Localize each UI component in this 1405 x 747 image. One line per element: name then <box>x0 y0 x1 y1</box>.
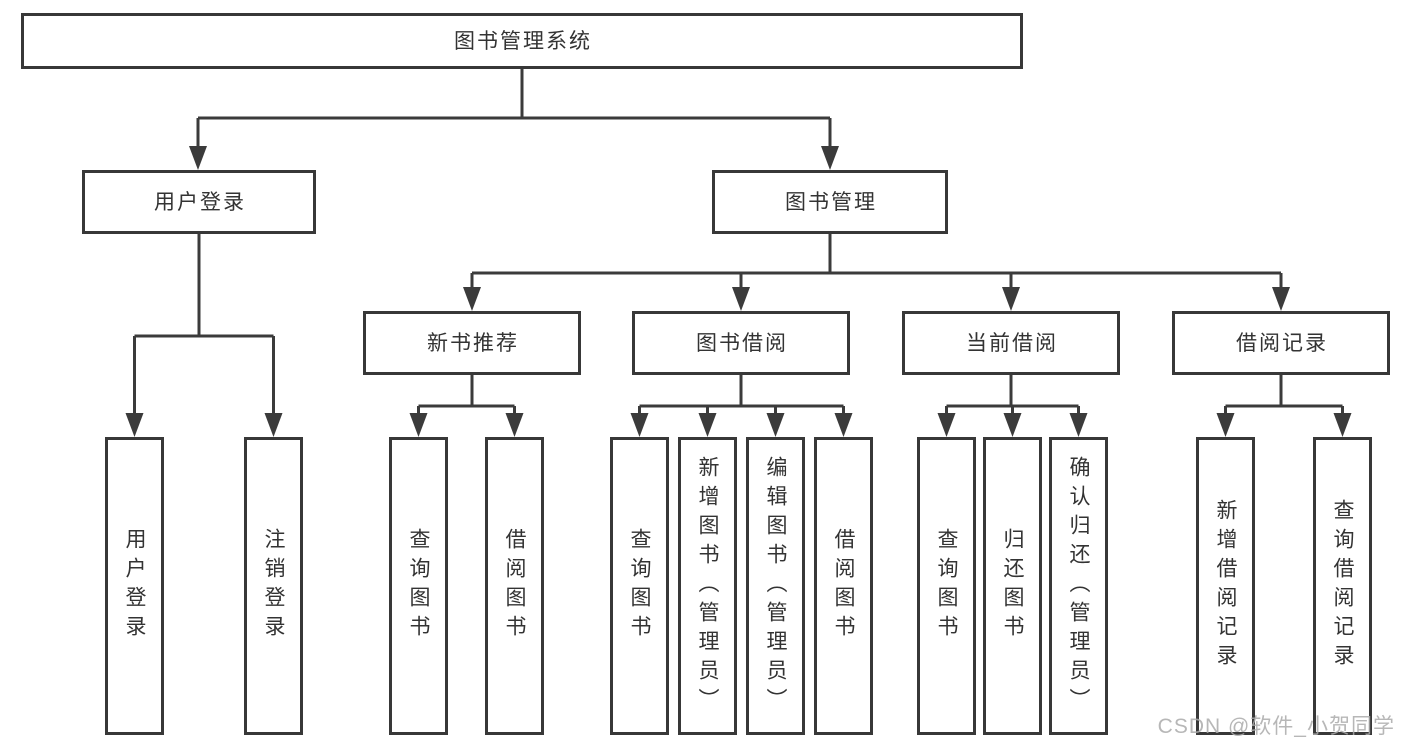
node-label: 借阅图书 <box>503 528 527 644</box>
leaf-user-login: 用户登录 <box>105 437 164 735</box>
node-label: 编辑图书（管理员） <box>764 455 788 717</box>
leaf-logout: 注销登录 <box>244 437 303 735</box>
leaf-search-borrow-record: 查询借阅记录 <box>1313 437 1372 735</box>
node-label: 新增借阅记录 <box>1214 499 1238 673</box>
leaf-search-books-recommend: 查询图书 <box>389 437 448 735</box>
node-label: 查询图书 <box>407 528 431 644</box>
node-user-login: 用户登录 <box>82 170 316 234</box>
node-label: 查询图书 <box>628 528 652 644</box>
node-label: 用户登录 <box>154 189 246 214</box>
node-label: 图书管理 <box>785 189 877 214</box>
node-label: 借阅图书 <box>832 528 856 644</box>
node-library-management-system: 图书管理系统 <box>21 13 1023 69</box>
node-label: 归还图书 <box>1001 528 1025 644</box>
node-label: 查询借阅记录 <box>1331 499 1355 673</box>
leaf-add-books-admin: 新增图书（管理员） <box>678 437 737 735</box>
node-label: 当前借阅 <box>966 330 1058 355</box>
node-label: 新书推荐 <box>427 330 519 355</box>
csdn-watermark: CSDN @软件_小贺同学 <box>1157 715 1395 738</box>
node-book-borrowing: 图书借阅 <box>632 311 850 375</box>
node-label: 图书管理系统 <box>454 28 592 53</box>
leaf-confirm-return-admin: 确认归还（管理员） <box>1049 437 1108 735</box>
leaf-borrow-books-borrowing: 借阅图书 <box>814 437 873 735</box>
node-label: 新增图书（管理员） <box>696 455 720 717</box>
leaf-search-books-borrowing: 查询图书 <box>610 437 669 735</box>
arrowhead-icons <box>125 146 1352 437</box>
node-label: 用户登录 <box>123 528 147 644</box>
leaf-return-books: 归还图书 <box>983 437 1042 735</box>
node-label: 确认归还（管理员） <box>1067 455 1091 717</box>
node-current-borrowing: 当前借阅 <box>902 311 1120 375</box>
node-label: 借阅记录 <box>1236 330 1328 355</box>
leaf-search-books-current: 查询图书 <box>917 437 976 735</box>
node-label: 查询图书 <box>935 528 959 644</box>
leaf-edit-books-admin: 编辑图书（管理员） <box>746 437 805 735</box>
node-book-management: 图书管理 <box>712 170 948 234</box>
node-new-book-recommendation: 新书推荐 <box>363 311 581 375</box>
node-label: 注销登录 <box>262 528 286 644</box>
node-label: 图书借阅 <box>696 330 788 355</box>
leaf-add-borrow-record: 新增借阅记录 <box>1196 437 1255 735</box>
leaf-borrow-books-recommend: 借阅图书 <box>485 437 544 735</box>
node-borrowing-records: 借阅记录 <box>1172 311 1390 375</box>
